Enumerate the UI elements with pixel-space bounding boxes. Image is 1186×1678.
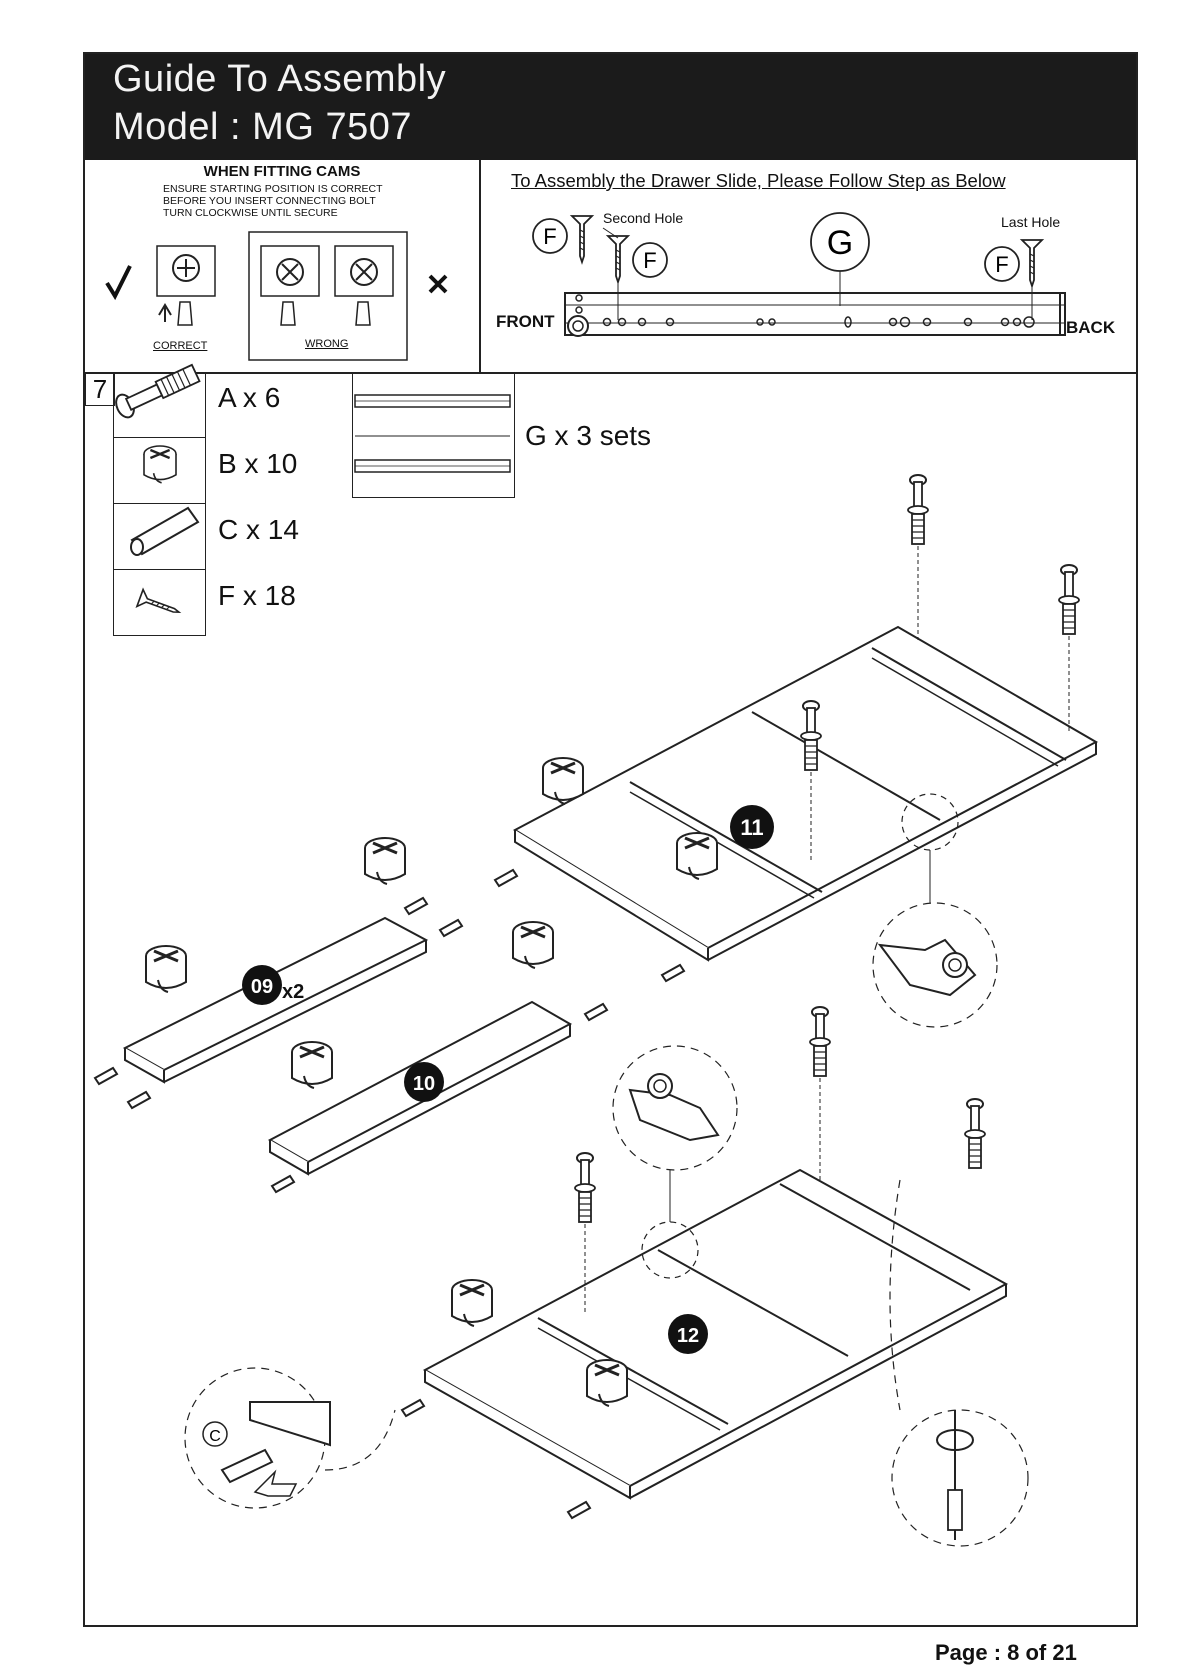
front-label: FRONT — [496, 312, 555, 331]
part-cell-a — [113, 372, 206, 438]
panel-10-label: 10 — [413, 1073, 435, 1095]
guide-title: Guide To Assembly — [113, 58, 447, 100]
drawer-slide-diagram: F F F G — [532, 212, 1066, 337]
panel-12: 12 C — [184, 1006, 1029, 1547]
part-cell-f — [113, 570, 206, 636]
dowel-detail-letter: C — [209, 1428, 221, 1445]
drawer-slide-title: To Assembly the Drawer Slide, Please Fol… — [511, 170, 1006, 191]
panel-09: 09 x2 — [94, 836, 463, 1109]
part-cell-c — [113, 504, 206, 570]
cam-b-icon — [142, 444, 178, 484]
slides-label: G x 3 sets — [525, 420, 652, 451]
cam-title: WHEN FITTING CAMS — [203, 163, 361, 180]
dowel-c-icon — [130, 506, 200, 556]
panel-09-label: 09 — [251, 976, 273, 998]
screw-letter-f: F — [995, 252, 1008, 277]
wrong-label: WRONG — [305, 338, 349, 350]
panel-10: 10 — [267, 920, 608, 1193]
cam-correct-icon — [105, 245, 216, 326]
page-number: Page : 8 of 21 — [935, 1640, 1077, 1665]
slide-g-icon — [354, 394, 511, 473]
panel-11: 11 — [494, 474, 1099, 1028]
model-title: Model : MG 7507 — [113, 106, 412, 148]
page-frame — [83, 52, 1138, 1627]
drawer-slide-instructions: To Assembly the Drawer Slide, Please Fol… — [481, 160, 1136, 372]
part-a-label: A x 6 — [218, 382, 281, 413]
second-hole-label: Second Hole — [603, 210, 684, 226]
part-cell-b — [113, 438, 206, 504]
cam-note-line: TURN CLOCKWISE UNTIL SECURE — [163, 207, 338, 219]
screw-letter-f: F — [543, 224, 556, 249]
instruction-strip: WHEN FITTING CAMS ENSURE STARTING POSITI… — [83, 160, 1138, 374]
part-b-label: B x 10 — [218, 448, 298, 479]
bolt-a-icon — [115, 363, 201, 419]
cam-note-line: BEFORE YOU INSERT CONNECTING BOLT — [163, 195, 376, 207]
cam-note-line: ENSURE STARTING POSITION IS CORRECT — [163, 183, 383, 195]
part-f-label: F x 18 — [218, 580, 296, 611]
panel-12-label: 12 — [677, 1325, 699, 1347]
last-hole-label: Last Hole — [1001, 214, 1061, 230]
step-number: 7 — [85, 372, 115, 406]
header-banner: Guide To Assembly Model : MG 7507 — [83, 52, 1138, 160]
screw-letter-f: F — [643, 248, 656, 273]
cam-wrong-icon — [248, 231, 448, 361]
panel-09-qty: x2 — [282, 981, 304, 1003]
slide-letter-g: G — [827, 224, 853, 262]
cam-note: ENSURE STARTING POSITION IS CORRECT BEFO… — [163, 183, 383, 219]
screw-f-icon — [136, 588, 183, 622]
slide-parts-box — [352, 372, 515, 498]
cam-instructions: WHEN FITTING CAMS ENSURE STARTING POSITI… — [83, 160, 481, 372]
correct-label: CORRECT — [153, 340, 208, 352]
part-c-label: C x 14 — [218, 514, 299, 545]
back-label: BACK — [1066, 318, 1116, 337]
parts-list — [113, 372, 206, 636]
panel-11-label: 11 — [740, 815, 763, 840]
